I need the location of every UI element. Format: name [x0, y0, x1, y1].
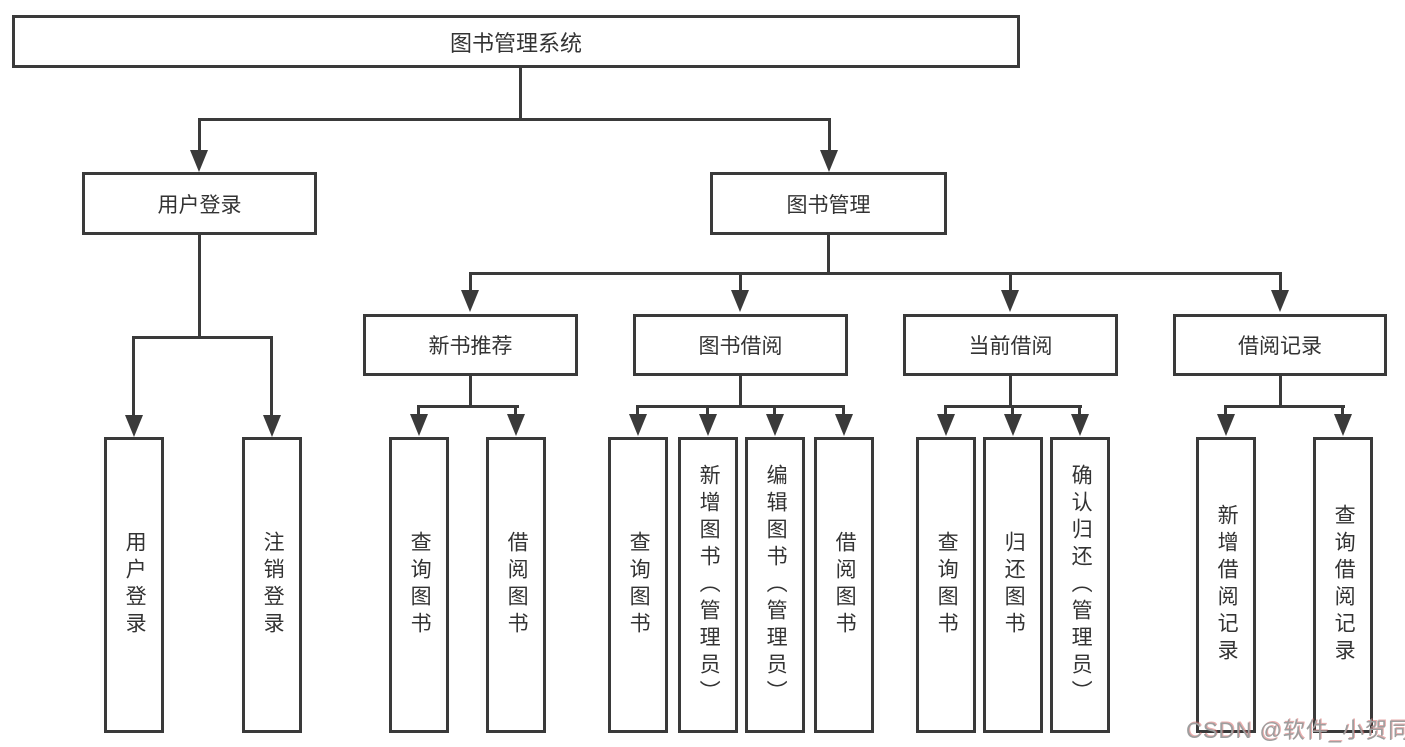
leaf-return-book: 归还图书	[983, 437, 1043, 733]
arrowhead-new-book-rec	[461, 290, 479, 312]
connector-current-borrow-stem	[1009, 376, 1012, 407]
leaf-confirm-return-admin: 确认归还（管理员）	[1050, 437, 1110, 733]
arrowhead-confirm-return	[1071, 414, 1089, 436]
connector-to-add-book	[706, 405, 709, 415]
connector-root-stem	[519, 68, 522, 118]
leaf-borrow-book-1: 借阅图书	[486, 437, 546, 733]
connector-to-query-borrow-record	[1341, 405, 1344, 415]
connector-borrow-records-stem	[1279, 376, 1282, 407]
connector-to-confirm-return	[1078, 405, 1081, 415]
arrowhead-query-book-1	[410, 414, 428, 436]
connector-to-borrow-book-2	[842, 405, 845, 415]
connector-borrow-records-rail	[1224, 405, 1345, 408]
connector-to-query-book-3	[944, 405, 947, 415]
arrowhead-borrow-records	[1271, 290, 1289, 312]
leaf-query-book-3: 查询图书	[916, 437, 976, 733]
node-root: 图书管理系统	[12, 15, 1020, 68]
arrowhead-query-book-3	[937, 414, 955, 436]
connector-to-book-mgmt	[828, 118, 831, 152]
leaf-add-book-admin: 新增图书（管理员）	[678, 437, 738, 733]
node-user-login: 用户登录	[82, 172, 317, 235]
arrowhead-query-book-2	[629, 414, 647, 436]
arrowhead-user-login	[190, 150, 208, 172]
arrowhead-current-borrow	[1001, 290, 1019, 312]
leaf-user-login: 用户登录	[104, 437, 164, 733]
connector-to-user-login	[198, 118, 201, 152]
connector-to-return-book	[1011, 405, 1014, 415]
connector-level3-rail	[469, 272, 1282, 275]
arrowhead-add-borrow-record	[1217, 414, 1235, 436]
arrowhead-borrow-book-2	[835, 414, 853, 436]
connector-book-borrow-rail	[636, 405, 845, 408]
arrowhead-borrow-book-1	[507, 414, 525, 436]
leaf-edit-book-admin: 编辑图书（管理员）	[745, 437, 805, 733]
connector-to-query-book-1	[417, 405, 420, 415]
leaf-query-book-1: 查询图书	[389, 437, 449, 733]
node-book-borrow: 图书借阅	[633, 314, 848, 376]
connector-to-borrow-records	[1279, 272, 1282, 292]
connector-to-query-book-2	[636, 405, 639, 415]
connector-to-book-borrow	[739, 272, 742, 292]
connector-level2-rail	[198, 118, 831, 121]
connector-to-edit-book	[773, 405, 776, 415]
node-book-management: 图书管理	[710, 172, 947, 235]
connector-user-login-stem	[198, 235, 201, 337]
arrowhead-return-book	[1004, 414, 1022, 436]
connector-new-book-rec-rail	[417, 405, 519, 408]
node-current-borrow: 当前借阅	[903, 314, 1118, 376]
leaf-query-book-2: 查询图书	[608, 437, 668, 733]
arrowhead-book-mgmt	[820, 150, 838, 172]
arrowhead-book-borrow	[731, 290, 749, 312]
leaf-query-borrow-record: 查询借阅记录	[1313, 437, 1373, 733]
connector-user-login-rail	[132, 336, 273, 339]
connector-to-leaf-user-login	[132, 336, 135, 416]
connector-to-current-borrow	[1009, 272, 1012, 292]
connector-book-borrow-stem	[739, 376, 742, 407]
connector-to-add-borrow-record	[1224, 405, 1227, 415]
connector-to-new-book-rec	[469, 272, 472, 292]
arrowhead-leaf-user-login	[125, 415, 143, 437]
arrowhead-query-borrow-record	[1334, 414, 1352, 436]
arrowhead-leaf-logout	[263, 415, 281, 437]
node-borrow-records: 借阅记录	[1173, 314, 1387, 376]
connector-to-leaf-logout	[270, 336, 273, 416]
leaf-add-borrow-record: 新增借阅记录	[1196, 437, 1256, 733]
connector-new-book-rec-stem	[469, 376, 472, 407]
node-new-book-recommend: 新书推荐	[363, 314, 578, 376]
leaf-borrow-book-2: 借阅图书	[814, 437, 874, 733]
csdn-watermark: CSDN @软件_小贺同学	[1186, 718, 1405, 743]
connector-to-borrow-book-1	[514, 405, 517, 415]
leaf-logout: 注销登录	[242, 437, 302, 733]
arrowhead-edit-book	[766, 414, 784, 436]
arrowhead-add-book	[699, 414, 717, 436]
connector-book-mgmt-stem	[827, 235, 830, 275]
